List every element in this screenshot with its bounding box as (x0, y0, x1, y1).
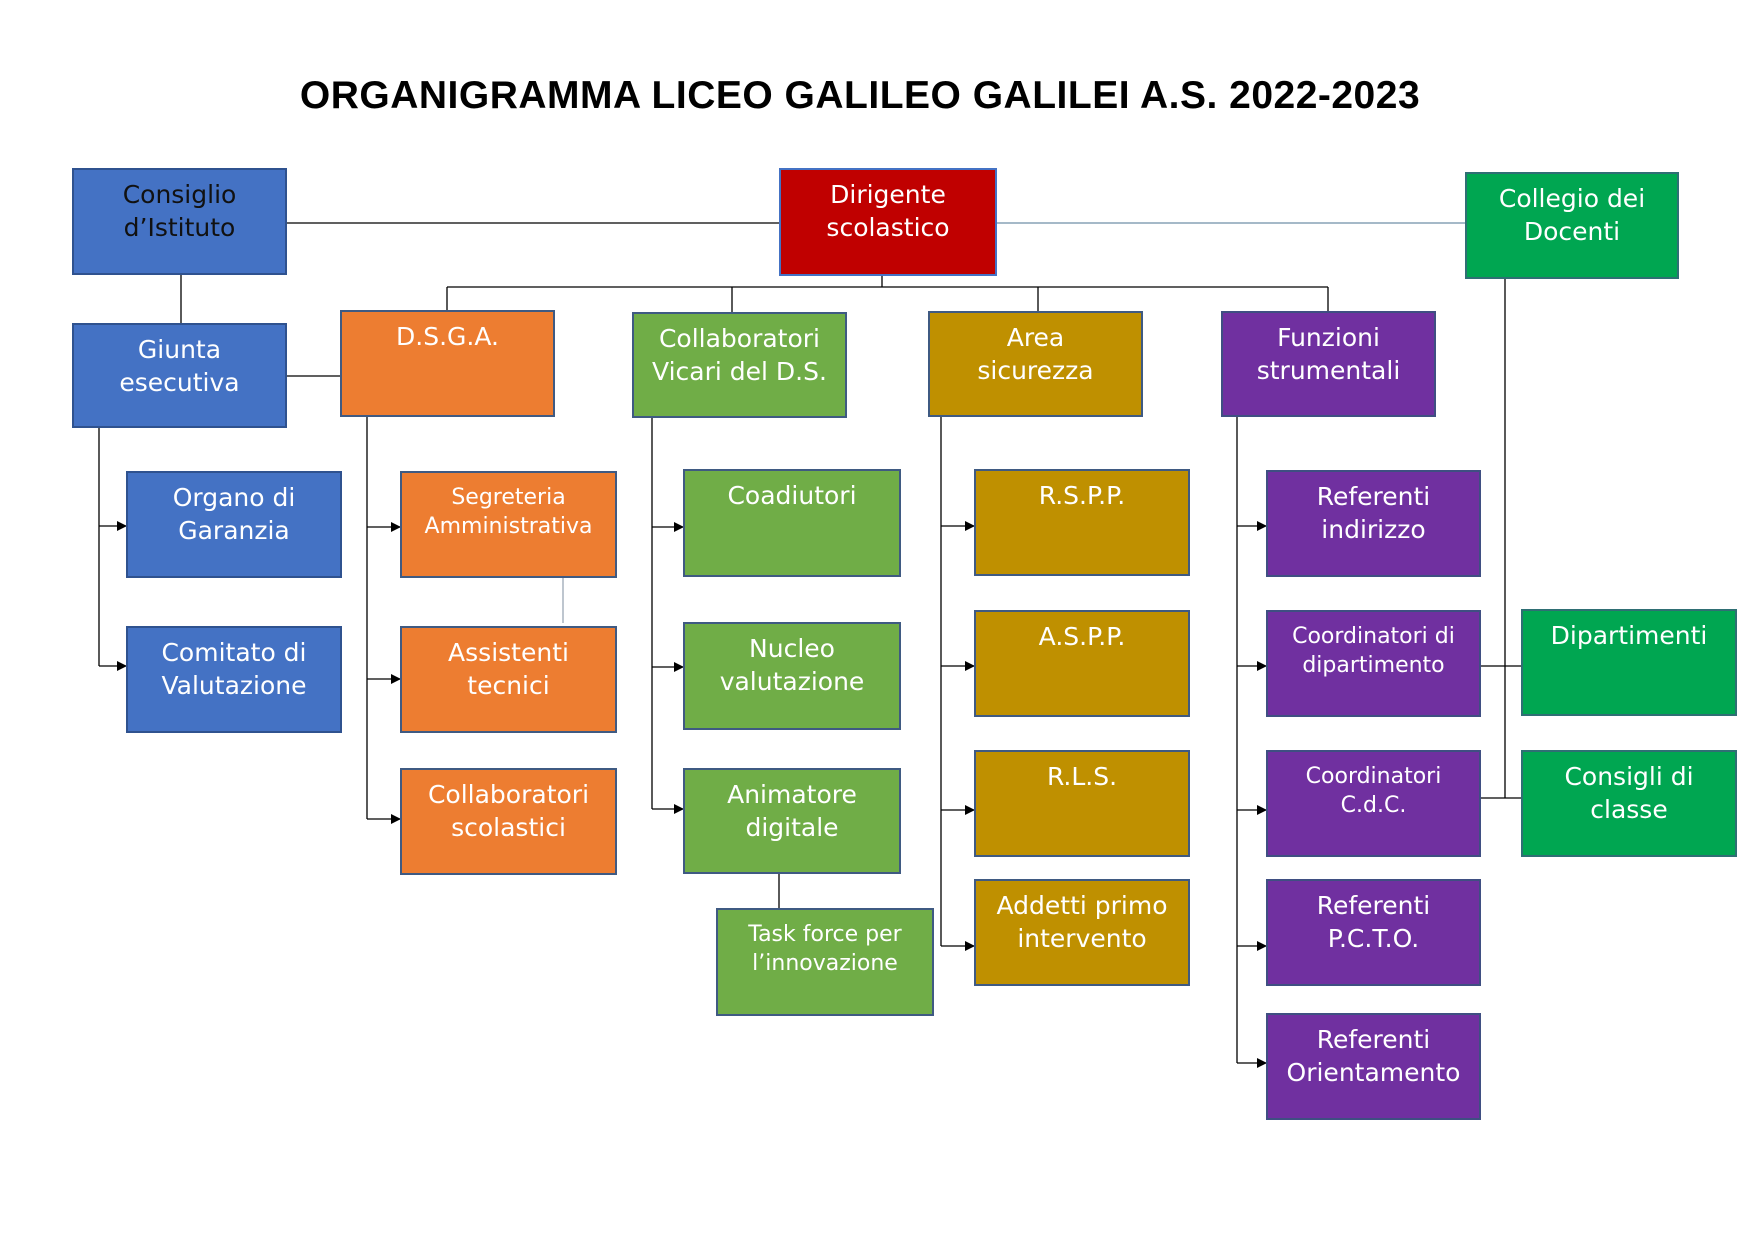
referenti-indirizzo-box: Referenti indirizzo (1266, 470, 1481, 577)
comitato-valutazione-box: Comitato di Valutazione (126, 626, 342, 733)
addetti-primo-intervento-box: Addetti primo intervento (974, 879, 1190, 986)
area-sicurezza-box: Area sicurezza (928, 311, 1143, 417)
dirigente-scolastico-label: Dirigente scolastico (826, 180, 950, 242)
rspp-box: R.S.P.P. (974, 469, 1190, 576)
nucleo-valutazione-box: Nucleo valutazione (683, 622, 901, 730)
nucleo-valutazione-label: Nucleo valutazione (719, 634, 865, 696)
referenti-pcto-box: Referenti P.C.T.O. (1266, 879, 1481, 986)
referenti-pcto-label: Referenti P.C.T.O. (1316, 891, 1431, 953)
coadiutori-box: Coadiutori (683, 469, 901, 577)
collegio-docenti-label: Collegio dei Docenti (1498, 184, 1646, 246)
rls-label: R.L.S. (1046, 762, 1118, 791)
assistenti-tecnici-box: Assistenti tecnici (400, 626, 617, 733)
funzioni-strumentali-box: Funzioni strumentali (1221, 311, 1436, 417)
page-title: ORGANIGRAMMA LICEO GALILEO GALILEI A.S. … (299, 74, 1421, 117)
referenti-orientamento-label: Referenti Orientamento (1286, 1025, 1461, 1087)
giunta-esecutiva-label: Giunta esecutiva (119, 335, 240, 397)
segreteria-amministrativa-box: Segreteria Amministrativa (400, 471, 617, 578)
collaboratori-scolastici-box: Collaboratori scolastici (400, 768, 617, 875)
consigli-classe-box: Consigli di classe (1521, 750, 1737, 857)
collaboratori-vicari-box: Collaboratori Vicari del D.S. (632, 312, 847, 418)
coordinatori-cdc-box: Coordinatori C.d.C. (1266, 750, 1481, 857)
rls-box: R.L.S. (974, 750, 1190, 857)
dirigente-scolastico-box: Dirigente scolastico (779, 168, 997, 276)
dsga-box: D.S.G.A. (340, 310, 555, 417)
collegio-docenti-box: Collegio dei Docenti (1465, 172, 1679, 279)
organo-garanzia-box: Organo di Garanzia (126, 471, 342, 578)
aspp-label: A.S.P.P. (1038, 622, 1126, 651)
area-sicurezza-label: Area sicurezza (977, 323, 1094, 385)
coordinatori-cdc-label: Coordinatori C.d.C. (1305, 764, 1442, 819)
coadiutori-label: Coadiutori (727, 481, 857, 510)
collaboratori-scolastici-label: Collaboratori scolastici (427, 780, 590, 842)
referenti-orientamento-box: Referenti Orientamento (1266, 1013, 1481, 1120)
consiglio-istituto-box: Consiglio d’Istituto (72, 168, 287, 275)
addetti-primo-intervento-label: Addetti primo intervento (996, 891, 1168, 953)
consigli-classe-label: Consigli di classe (1564, 762, 1694, 824)
animatore-digitale-label: Animatore digitale (727, 780, 857, 842)
assistenti-tecnici-label: Assistenti tecnici (448, 638, 569, 700)
dipartimenti-box: Dipartimenti (1521, 609, 1737, 716)
coordinatori-dipartimento-label: Coordinatori di dipartimento (1292, 624, 1455, 679)
animatore-digitale-box: Animatore digitale (683, 768, 901, 874)
task-force-innovazione-box: Task force per l’innovazione (716, 908, 934, 1016)
consiglio-istituto-label: Consiglio d’Istituto (122, 180, 237, 242)
task-force-innovazione-label: Task force per l’innovazione (748, 922, 902, 977)
segreteria-amministrativa-label: Segreteria Amministrativa (424, 485, 593, 540)
dipartimenti-label: Dipartimenti (1550, 621, 1708, 650)
organo-garanzia-label: Organo di Garanzia (172, 483, 296, 545)
dsga-label: D.S.G.A. (396, 322, 499, 351)
comitato-valutazione-label: Comitato di Valutazione (161, 638, 307, 700)
coordinatori-dipartimento-box: Coordinatori di dipartimento (1266, 610, 1481, 717)
giunta-esecutiva-box: Giunta esecutiva (72, 323, 287, 428)
collaboratori-vicari-label: Collaboratori Vicari del D.S. (652, 324, 827, 386)
referenti-indirizzo-label: Referenti indirizzo (1316, 482, 1431, 544)
aspp-box: A.S.P.P. (974, 610, 1190, 717)
rspp-label: R.S.P.P. (1038, 481, 1126, 510)
funzioni-strumentali-label: Funzioni strumentali (1256, 323, 1401, 385)
